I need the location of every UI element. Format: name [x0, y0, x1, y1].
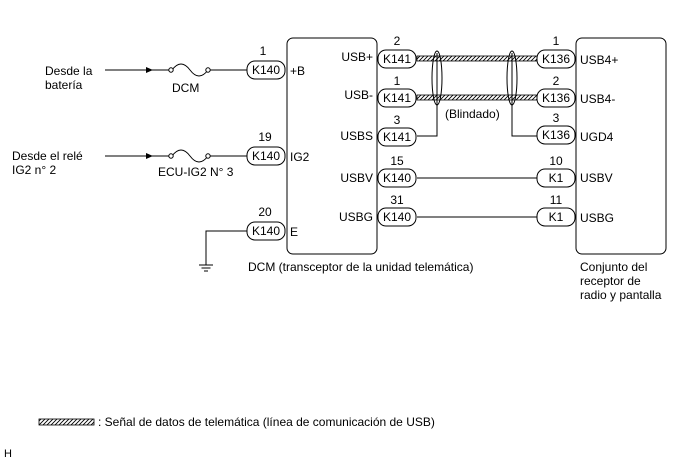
pin-label: E [290, 225, 298, 239]
pin-number: 3 [394, 113, 401, 127]
receiver-connector-usbv: 10 K1 [536, 154, 576, 188]
battery-source-label-2: batería [45, 78, 83, 92]
connector-label: K1 [549, 210, 564, 224]
dcm-pin-ig2: 19 K140 IG2 [246, 130, 310, 166]
shield-ring-left [431, 50, 443, 106]
relay-arrow-icon [146, 153, 153, 159]
connector-label: K136 [542, 128, 570, 142]
dcm-connector-usbg: 31 K140 [377, 193, 417, 227]
pin-number: 2 [394, 34, 401, 48]
receiver-pin-ugd4-label: UGD4 [580, 130, 614, 144]
receiver-box [575, 37, 667, 255]
receiver-pin-usbv-label: USBV [580, 171, 613, 185]
dcm-fuse-label: DCM [172, 81, 199, 95]
dcm-pin-usbp-label: USB+ [341, 50, 373, 64]
battery-source-label-1: Desde la [45, 64, 93, 78]
ecu-ig2-fuse-icon [171, 149, 209, 163]
ground-wire [205, 230, 247, 265]
connector-label: K140 [383, 171, 411, 185]
dcm-connector-usbv: 15 K140 [377, 154, 417, 188]
receiver-connector-usb4p: 1 K136 [536, 34, 576, 69]
pin-number: 1 [553, 34, 560, 48]
ground-icon [199, 264, 213, 272]
dcm-caption: DCM (transceptor de la unidad telemática… [248, 260, 473, 274]
connector-label: K140 [383, 210, 411, 224]
pin-number: 31 [390, 193, 404, 207]
dcm-pin-b: 1 K140 +B [246, 44, 305, 80]
relay-source-label-1: Desde el relé [12, 149, 83, 163]
receiver-caption-1: Conjunto del [580, 260, 647, 274]
shield-ring-right [506, 50, 518, 106]
connector-label: K140 [252, 63, 280, 77]
dcm-pin-usbm-label: USB- [344, 88, 373, 102]
receiver-pin-usb4p-label: USB4+ [580, 53, 618, 67]
dcm-pin-usbg-label: USBG [339, 210, 373, 224]
pin-number: 10 [549, 154, 563, 168]
dcm-pin-usbs-label: USBS [340, 129, 373, 143]
connector-label: K136 [542, 91, 570, 105]
shield-wire-dcm [417, 53, 438, 137]
relay-source-label-2: IG2 n° 2 [12, 163, 56, 177]
dcm-pin-e: 20 K140 E [246, 205, 298, 241]
connector-label: K140 [252, 224, 280, 238]
pin-label: +B [290, 64, 305, 78]
dcm-box [286, 37, 378, 255]
dcm-fuse-icon [171, 63, 209, 77]
legend-text: : Señal de datos de telemática (línea de… [98, 415, 435, 429]
receiver-pin-usb4m-label: USB4- [580, 92, 615, 106]
pin-number: 19 [258, 130, 272, 144]
receiver-pin-usbg-label: USBG [580, 211, 614, 225]
dcm-connector-usbp: 2 K141 [377, 34, 417, 69]
connector-label: K1 [549, 171, 564, 185]
shield-wire-receiver [511, 53, 537, 137]
pin-number: 11 [550, 193, 563, 207]
pin-number: 20 [258, 205, 272, 219]
dcm-pin-usbv-label: USBV [340, 171, 373, 185]
shield-label: (Blindado) [445, 107, 500, 121]
receiver-connector-ugd4: 3 K136 [536, 111, 576, 145]
pin-number: 3 [553, 111, 560, 125]
ecu-ig2-fuse-label: ECU-IG2 N° 3 [158, 165, 234, 179]
dcm-connector-usbm: 1 K141 [377, 74, 417, 108]
usb-plus-signal-wire [416, 55, 538, 62]
pin-label: IG2 [290, 150, 310, 164]
connector-label: K141 [383, 130, 411, 144]
connector-label: K140 [252, 149, 280, 163]
connector-label: K136 [542, 52, 570, 66]
battery-arrow-icon [146, 67, 153, 73]
receiver-caption-3: radio y pantalla [580, 288, 662, 302]
connector-label: K141 [383, 91, 411, 105]
pin-number: 15 [390, 154, 404, 168]
corner-mark: H [4, 448, 12, 460]
pin-number: 2 [553, 74, 560, 88]
receiver-connector-usb4m: 2 K136 [536, 74, 576, 108]
connector-label: K141 [383, 52, 411, 66]
receiver-caption-2: receptor de [580, 274, 641, 288]
legend-hatch-swatch [38, 418, 95, 426]
receiver-connector-usbg: 11 K1 [536, 193, 576, 227]
dcm-connector-usbs: 3 K141 [377, 113, 417, 147]
pin-number: 1 [260, 44, 267, 58]
pin-number: 1 [394, 74, 401, 88]
usb-minus-signal-wire [416, 94, 538, 101]
